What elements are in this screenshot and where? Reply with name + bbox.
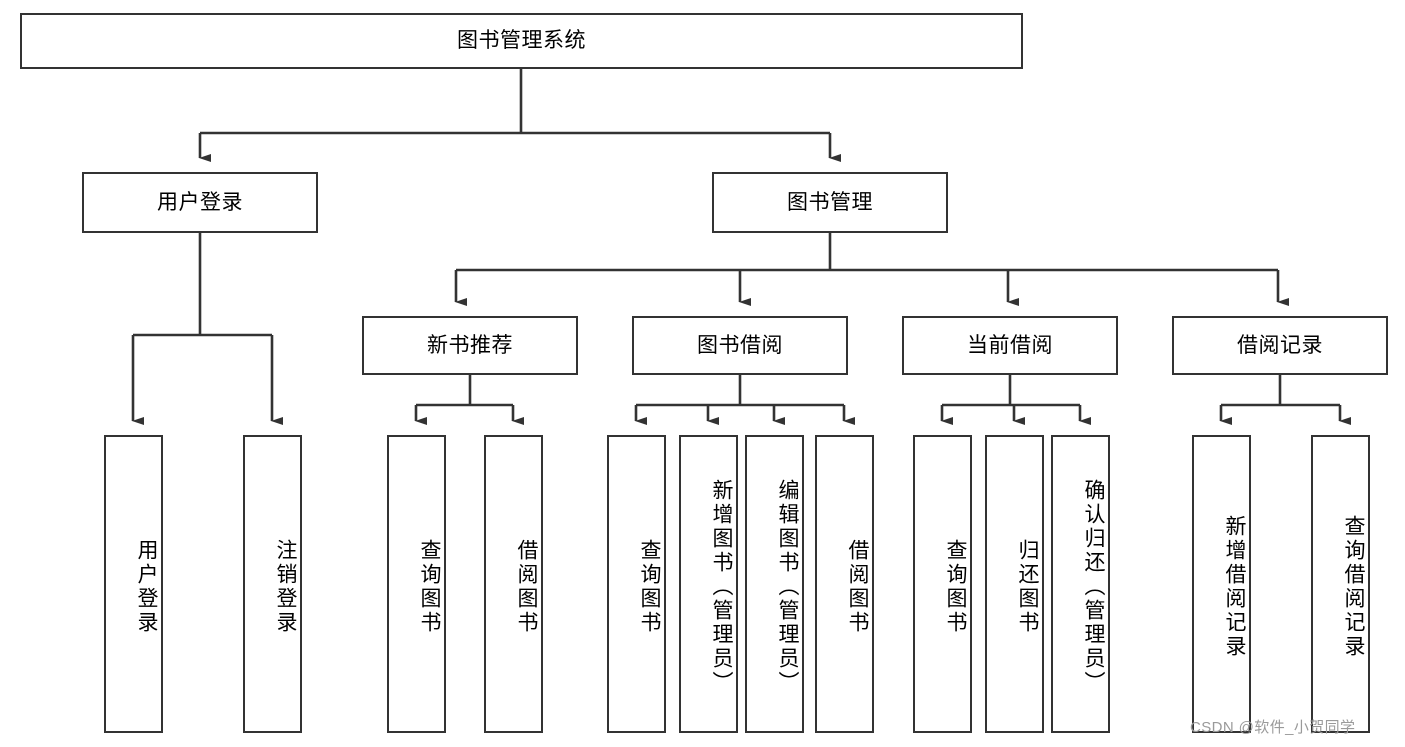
leaf-logout-login[interactable]: 注销登录 <box>243 435 302 733</box>
node-current-borrowing[interactable]: 当前借阅 <box>902 316 1118 375</box>
leaf-borrow-book-recommendation[interactable]: 借阅图书 <box>484 435 543 733</box>
leaf-user-login[interactable]: 用户登录 <box>104 435 163 733</box>
leaf-query-borrow-record[interactable]: 查询借阅记录 <box>1311 435 1370 733</box>
csdn-watermark: CSDN @软件_小贺同学 <box>1190 719 1356 736</box>
node-book-borrowing[interactable]: 图书借阅 <box>632 316 848 375</box>
node-new-book-recommendation[interactable]: 新书推荐 <box>362 316 578 375</box>
node-book-management[interactable]: 图书管理 <box>712 172 948 233</box>
leaf-query-book-current[interactable]: 查询图书 <box>913 435 972 733</box>
leaf-query-book-recommendation[interactable]: 查询图书 <box>387 435 446 733</box>
leaf-add-borrow-record[interactable]: 新增借阅记录 <box>1192 435 1251 733</box>
leaf-return-book[interactable]: 归还图书 <box>985 435 1044 733</box>
leaf-confirm-return-admin[interactable]: 确认归还（管理员） <box>1051 435 1110 733</box>
node-borrowing-record[interactable]: 借阅记录 <box>1172 316 1388 375</box>
node-user-login[interactable]: 用户登录 <box>82 172 318 233</box>
leaf-edit-book-admin[interactable]: 编辑图书（管理员） <box>745 435 804 733</box>
node-root-system[interactable]: 图书管理系统 <box>20 13 1023 69</box>
leaf-add-book-admin[interactable]: 新增图书（管理员） <box>679 435 738 733</box>
leaf-query-book-borrowing[interactable]: 查询图书 <box>607 435 666 733</box>
leaf-borrow-book-borrowing[interactable]: 借阅图书 <box>815 435 874 733</box>
